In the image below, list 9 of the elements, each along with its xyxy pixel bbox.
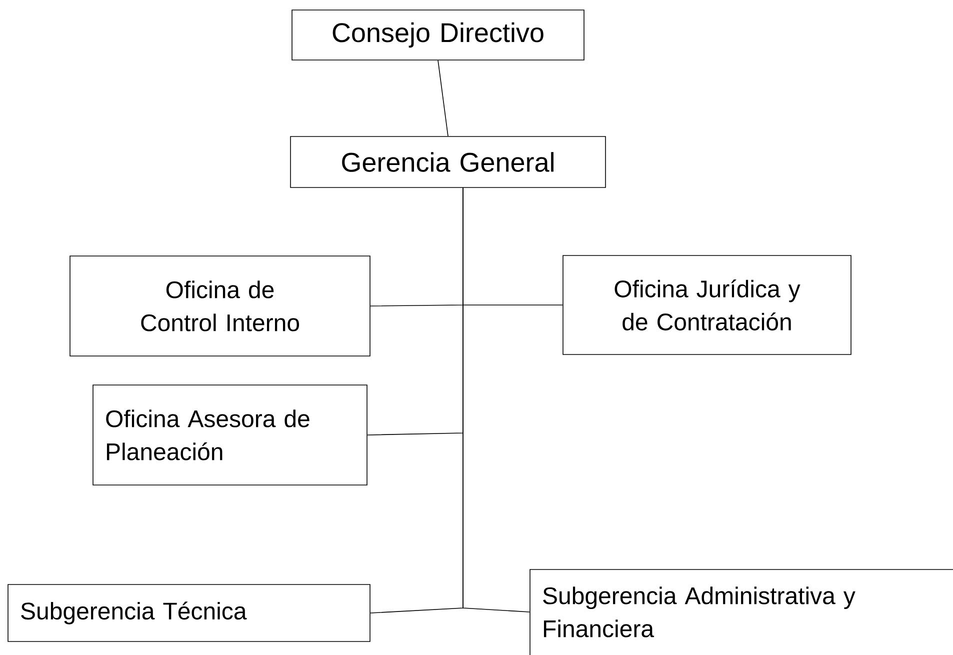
org-box: Oficina de Control Interno — [70, 256, 370, 356]
org-box: Consejo Directivo — [292, 10, 584, 60]
org-box: Subgerencia Técnica — [8, 584, 370, 642]
org-box: Oficina Asesora de Planeación — [92, 384, 368, 486]
org-box: Subgerencia Administrativa y Financiera — [530, 569, 953, 655]
org-box: Oficina Jurídica y de Contratación — [562, 255, 852, 355]
connector-line — [438, 60, 448, 136]
connector-line — [462, 188, 530, 612]
org-box: Gerencia General — [290, 136, 606, 188]
